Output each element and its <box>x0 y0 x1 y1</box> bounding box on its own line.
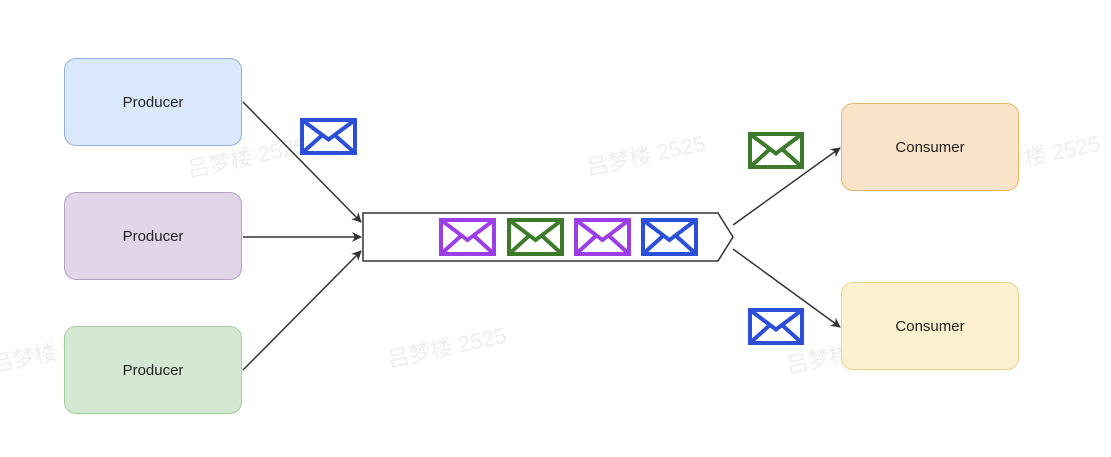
producer-label: Producer <box>122 227 184 245</box>
queue-message-envelope-icon <box>641 218 698 256</box>
producer-label: Producer <box>122 361 184 379</box>
producer-node-2: Producer <box>64 192 242 280</box>
producer-node-1: Producer <box>64 58 242 146</box>
consumer-node-1: Consumer <box>841 103 1019 191</box>
producer-node-3: Producer <box>64 326 242 414</box>
edge-producer3-queue <box>242 250 362 371</box>
edge-queue-consumer1 <box>732 147 841 226</box>
consumer-label: Consumer <box>895 317 965 335</box>
producer-label: Producer <box>122 93 184 111</box>
message-envelope-icon <box>748 308 804 345</box>
message-envelope-icon <box>300 118 357 155</box>
queue-message-envelope-icon <box>507 218 564 256</box>
queue-message-envelope-icon <box>439 218 496 256</box>
edge-producer1-queue <box>242 101 362 223</box>
queue-message-envelope-icon <box>574 218 631 256</box>
message-envelope-icon <box>748 132 804 169</box>
consumer-node-2: Consumer <box>841 282 1019 370</box>
edge-queue-consumer2 <box>732 248 841 328</box>
consumer-label: Consumer <box>895 138 965 156</box>
